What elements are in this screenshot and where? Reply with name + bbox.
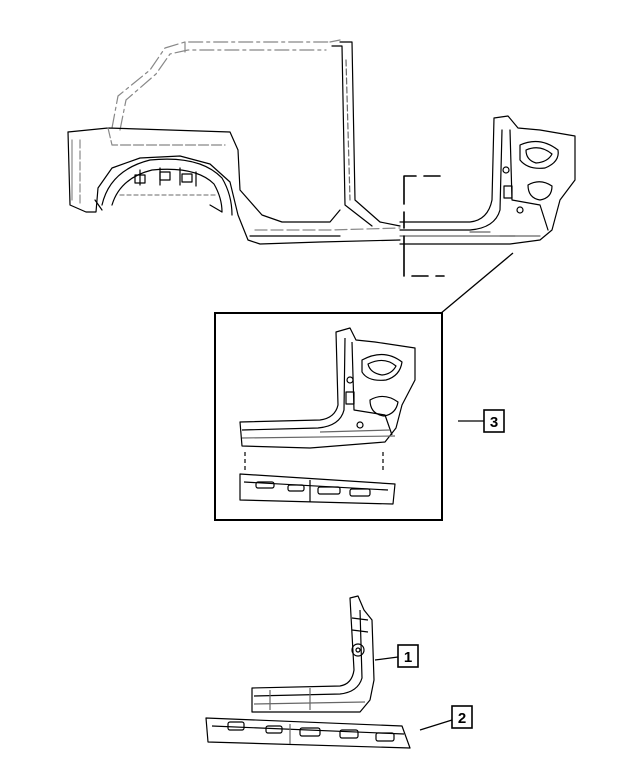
wheel-well — [94, 158, 233, 216]
callout-2-label: 2 — [458, 710, 466, 727]
zoom-leader — [439, 252, 514, 315]
zoom-detail — [214, 312, 443, 521]
callout-3: 3 — [458, 409, 505, 433]
callout-1-label: 1 — [404, 649, 412, 666]
roll-cage — [111, 39, 341, 131]
zoom-sill-piece — [239, 473, 396, 505]
zoom-frame — [214, 312, 443, 521]
body-floor — [249, 227, 401, 237]
callout-2-box — [451, 705, 473, 729]
callout-2: 2 — [419, 705, 473, 731]
front-pillar — [399, 115, 576, 245]
part-1-pillar-rocker — [251, 595, 375, 713]
highlight-box — [403, 175, 445, 277]
b-pillar — [331, 41, 401, 227]
callout-3-box — [483, 409, 505, 433]
callout-3-label: 3 — [490, 414, 498, 431]
callout-1: 1 — [374, 644, 419, 668]
vehicle-body — [67, 39, 576, 277]
rear-quarter — [67, 127, 401, 245]
part-2-sill — [205, 717, 411, 749]
zoom-pillar-assembly — [239, 327, 416, 449]
callout-1-box — [397, 644, 419, 668]
